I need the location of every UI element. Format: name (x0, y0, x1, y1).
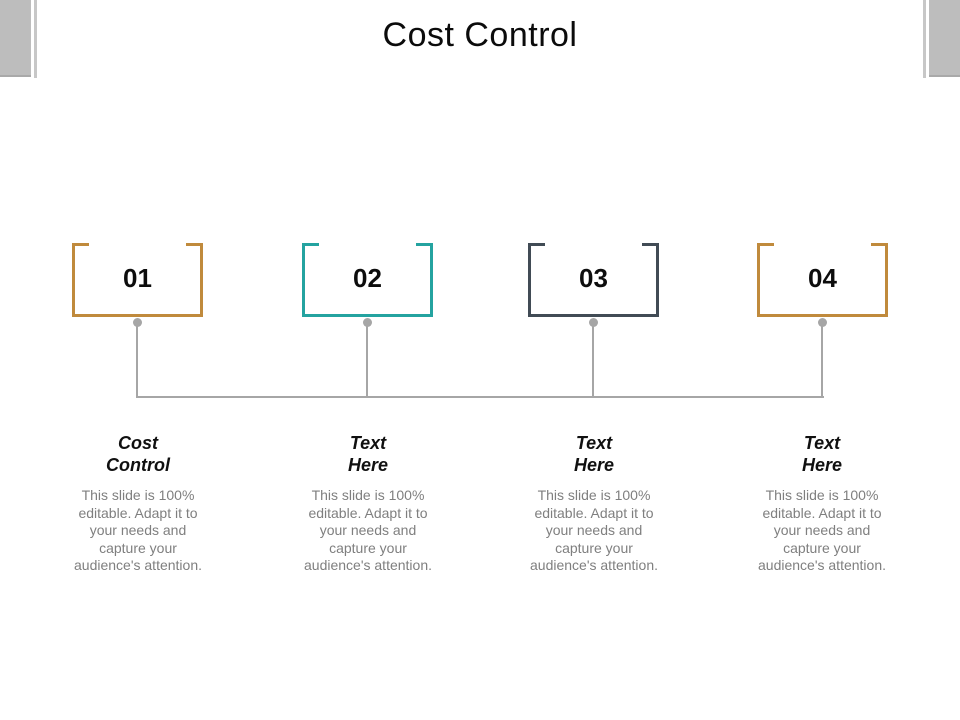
column-heading: Cost Control (106, 433, 170, 475)
connector-dot-02 (363, 318, 372, 327)
connector-dot-04 (818, 318, 827, 327)
column-body: This slide is 100% editable. Adapt it to… (74, 487, 202, 573)
text-column-02: Text Here This slide is 100% editable. A… (288, 432, 448, 575)
slide-title: Cost Control (382, 16, 578, 54)
step-number-03: 03 (579, 263, 608, 293)
connector-dot-01 (133, 318, 142, 327)
corner-accent-line-left (34, 0, 37, 78)
step-number-01: 01 (123, 263, 152, 293)
step-box-01: 01 (72, 243, 203, 317)
column-body: This slide is 100% editable. Adapt it to… (304, 487, 432, 573)
connector-dot-03 (589, 318, 598, 327)
corner-accent-bar-left (0, 0, 31, 77)
connector-vertical-line-02 (366, 323, 368, 398)
column-heading: Text Here (573, 433, 615, 475)
text-column-04: Text Here This slide is 100% editable. A… (742, 432, 902, 575)
step-box-03: 03 (528, 243, 659, 317)
column-heading: Text Here (801, 433, 843, 475)
step-number-04: 04 (808, 263, 837, 293)
text-column-01: Cost Control This slide is 100% editable… (58, 432, 218, 575)
text-column-03: Text Here This slide is 100% editable. A… (514, 432, 674, 575)
timeline-horizontal-line (136, 396, 824, 398)
step-number-02: 02 (353, 263, 382, 293)
connector-vertical-line-03 (592, 323, 594, 398)
step-box-02: 02 (302, 243, 433, 317)
column-body: This slide is 100% editable. Adapt it to… (530, 487, 658, 573)
column-body: This slide is 100% editable. Adapt it to… (758, 487, 886, 573)
corner-accent-line-right (923, 0, 926, 78)
step-box-04: 04 (757, 243, 888, 317)
corner-accent-bar-right (929, 0, 960, 77)
connector-vertical-line-01 (136, 323, 138, 398)
connector-vertical-line-04 (821, 323, 823, 398)
column-heading: Text Here (347, 433, 389, 475)
